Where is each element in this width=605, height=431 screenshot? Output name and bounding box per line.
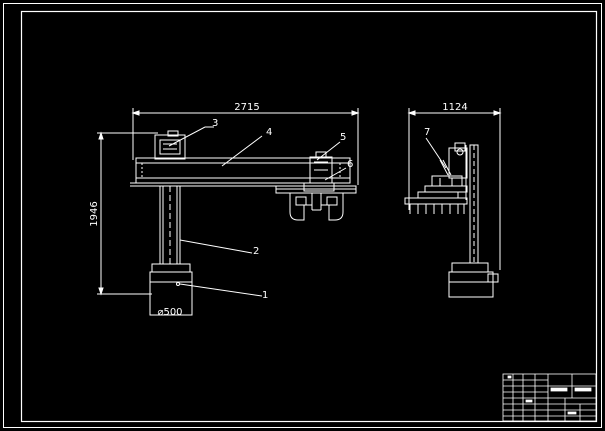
callout-4: 4 (266, 127, 272, 138)
callout-1: 1 (262, 290, 268, 301)
front-view (97, 108, 360, 316)
front-height-label: 1946 (89, 201, 100, 226)
callout-2: 2 (253, 246, 259, 257)
side-view (404, 108, 502, 298)
front-base-diameter-label: ⌀500 (157, 307, 182, 318)
callout-5: 5 (340, 132, 346, 143)
base-pedestal (149, 263, 193, 316)
front-width-label: 2715 (234, 102, 259, 113)
sheet-inner-border (20, 10, 598, 423)
side-width-label: 1124 (442, 102, 467, 113)
title-block (502, 373, 597, 422)
callout-7: 7 (424, 127, 430, 138)
side-base (448, 262, 499, 298)
side-carriage (424, 142, 468, 193)
front-width-dimension (131, 108, 360, 185)
horizontal-beam (130, 157, 351, 187)
callout-3: 3 (212, 118, 218, 129)
side-gripper (404, 191, 468, 214)
side-leader-line (425, 137, 447, 169)
front-leader-lines (168, 126, 347, 297)
side-column (465, 144, 479, 264)
vertical-column (159, 185, 181, 265)
sheet-outer-border (3, 3, 602, 428)
side-width-dimension (407, 108, 502, 270)
front-height-dimension (97, 131, 158, 296)
callout-6: 6 (347, 159, 353, 170)
gripper-assembly (275, 185, 357, 221)
drive-motor (154, 130, 186, 160)
